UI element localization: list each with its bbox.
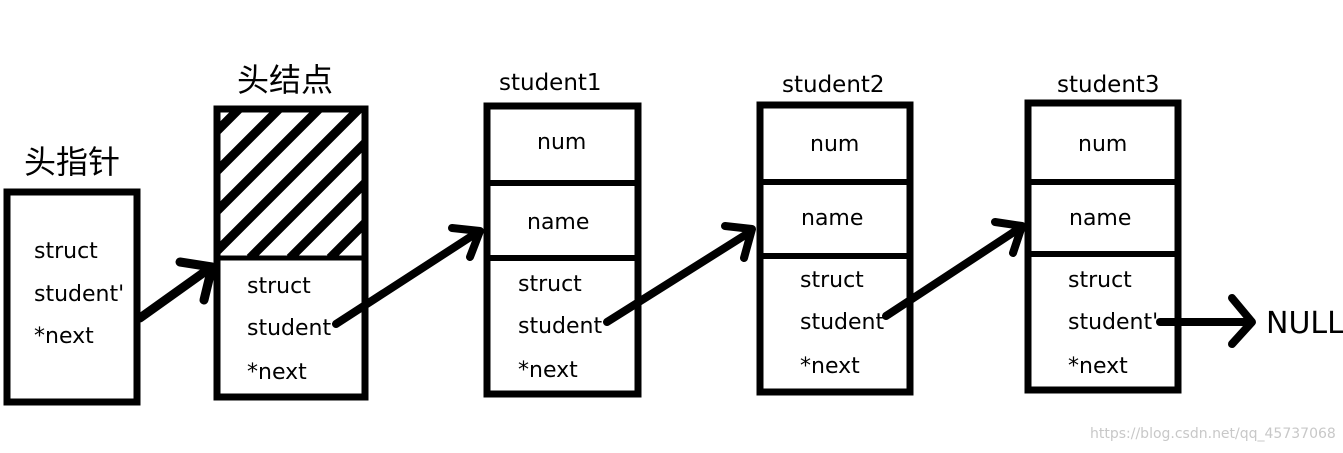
student2-line-next: *next xyxy=(800,354,860,379)
arrow-student3-to-null xyxy=(1156,294,1256,348)
student1-title: student1 xyxy=(499,70,602,96)
student1-line-struct: struct xyxy=(518,272,582,297)
student2-title: student2 xyxy=(782,72,885,98)
head-node-hatch xyxy=(217,109,365,258)
head-pointer-title: 头指针 xyxy=(24,143,121,181)
student3-title: student3 xyxy=(1057,72,1160,98)
student1-name: name xyxy=(527,210,590,235)
student1-line-next: *next xyxy=(518,358,578,383)
student2-box xyxy=(756,101,914,396)
student2-name: name xyxy=(801,206,864,231)
student3-name: name xyxy=(1069,206,1132,231)
student3-line-struct: struct xyxy=(1068,268,1132,293)
student3-line-student: student' xyxy=(1068,310,1159,335)
student2-line-struct: struct xyxy=(800,268,864,293)
arrow-student1-to-student2 xyxy=(603,222,756,326)
head-pointer-line-student: student' xyxy=(34,282,125,307)
head-pointer-box xyxy=(3,188,141,406)
student3-num: num xyxy=(1078,132,1128,157)
student1-num: num xyxy=(537,130,587,155)
head-pointer-line-struct: struct xyxy=(34,239,98,264)
head-pointer-line-next: *next xyxy=(34,324,94,349)
student1-box xyxy=(483,102,642,398)
head-node-line-student: student xyxy=(247,316,332,341)
null-label: NULL xyxy=(1266,306,1343,341)
arrow-student2-to-student3 xyxy=(882,218,1026,320)
watermark: https://blog.csdn.net/qq_45737068 xyxy=(1090,426,1336,442)
student3-box xyxy=(1024,99,1182,394)
arrow-head-node-to-student1 xyxy=(332,224,484,328)
student2-line-student: student xyxy=(800,310,885,335)
arrow-head-pointer-to-head-node xyxy=(135,257,217,323)
student1-line-student: student xyxy=(518,314,603,339)
head-node-line-next: *next xyxy=(247,360,307,385)
student2-num: num xyxy=(810,132,860,157)
head-node-title: 头结点 xyxy=(237,61,334,99)
student3-line-next: *next xyxy=(1068,354,1128,379)
head-node-line-struct: struct xyxy=(247,274,311,299)
